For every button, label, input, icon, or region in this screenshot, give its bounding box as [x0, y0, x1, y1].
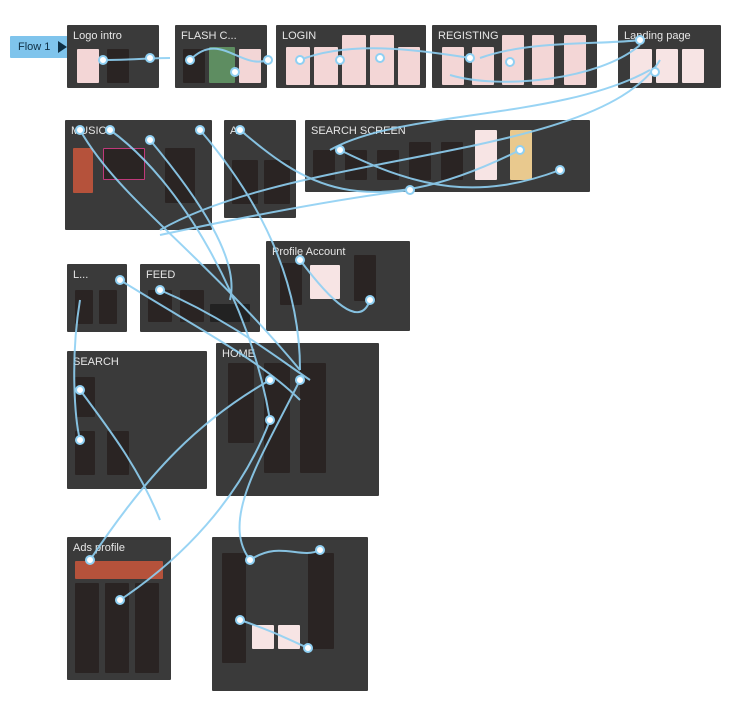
section-music[interactable]: MUSIC	[65, 120, 212, 230]
screen-thumbnail[interactable]	[472, 47, 494, 85]
screen-thumbnail[interactable]	[300, 363, 326, 473]
screen-thumbnail[interactable]	[656, 49, 678, 83]
section-title: Landing page	[624, 30, 691, 42]
screen-thumbnail[interactable]	[370, 35, 394, 85]
screen-thumbnail[interactable]	[264, 363, 290, 473]
screen-thumbnail[interactable]	[209, 47, 235, 83]
screen-thumbnail[interactable]	[278, 625, 300, 649]
screen-thumbnail[interactable]	[103, 148, 145, 180]
section-feed[interactable]: FEED	[140, 264, 260, 332]
screen-thumbnail[interactable]	[398, 47, 420, 85]
screen-thumbnail[interactable]	[630, 49, 652, 83]
screen-thumbnail[interactable]	[441, 142, 463, 180]
screen-thumbnail[interactable]	[280, 263, 302, 305]
screen-thumbnail[interactable]	[252, 625, 274, 649]
screen-thumbnail[interactable]	[232, 160, 258, 204]
section-title: REGISTING	[438, 30, 499, 42]
screen-thumbnail[interactable]	[510, 130, 532, 180]
screen-thumbnail[interactable]	[107, 49, 129, 83]
section-title: A...	[230, 125, 247, 137]
screen-thumbnail[interactable]	[180, 290, 204, 322]
section-login[interactable]: LOGIN	[276, 25, 426, 88]
screen-thumbnail[interactable]	[135, 583, 159, 673]
section-landing-page[interactable]: Landing page	[618, 25, 721, 88]
section-title: Logo intro	[73, 30, 122, 42]
section-ads-profile[interactable]: Ads profile	[67, 537, 171, 680]
screen-thumbnail[interactable]	[409, 142, 431, 180]
screen-thumbnail[interactable]	[286, 47, 310, 85]
screen-thumbnail[interactable]	[75, 583, 99, 673]
flow-label: Flow 1	[18, 41, 51, 53]
screen-thumbnail[interactable]	[342, 35, 366, 85]
screen-thumbnail[interactable]	[354, 255, 376, 301]
section-profile-account[interactable]: Profile Account	[266, 241, 410, 331]
play-icon	[58, 41, 68, 53]
screen-thumbnail[interactable]	[107, 431, 129, 475]
section-mid-small[interactable]: A...	[224, 120, 296, 218]
section-flash[interactable]: FLASH C...	[175, 25, 267, 88]
screen-thumbnail[interactable]	[442, 47, 464, 85]
section-title: L...	[73, 269, 89, 281]
screen-thumbnail[interactable]	[75, 377, 95, 417]
section-left-small[interactable]: L...	[67, 264, 127, 332]
screen-thumbnail[interactable]	[264, 160, 290, 204]
section-logo-intro[interactable]: Logo intro	[67, 25, 159, 88]
section-title: SEARCH SCREEN	[311, 125, 406, 137]
section-title: HOME	[222, 348, 255, 360]
screen-thumbnail[interactable]	[475, 130, 497, 180]
screen-thumbnail[interactable]	[228, 363, 254, 443]
screen-thumbnail[interactable]	[75, 561, 163, 579]
screen-thumbnail[interactable]	[165, 148, 195, 203]
screen-thumbnail[interactable]	[73, 148, 93, 193]
section-title: Profile Account	[272, 246, 346, 258]
screen-thumbnail[interactable]	[210, 304, 250, 322]
screen-thumbnail[interactable]	[183, 49, 205, 83]
screen-thumbnail[interactable]	[310, 265, 340, 299]
screen-thumbnail[interactable]	[105, 583, 129, 673]
screen-thumbnail[interactable]	[313, 150, 335, 180]
section-title: Ads profile	[73, 542, 125, 554]
section-registering[interactable]: REGISTING	[432, 25, 597, 88]
screen-thumbnail[interactable]	[377, 150, 399, 180]
screen-thumbnail[interactable]	[239, 49, 261, 83]
screen-thumbnail[interactable]	[75, 290, 93, 324]
section-title: FLASH C...	[181, 30, 237, 42]
section-title: LOGIN	[282, 30, 317, 42]
section-title: FEED	[146, 269, 176, 281]
section-home[interactable]: HOME	[216, 343, 379, 496]
screen-thumbnail[interactable]	[99, 290, 117, 324]
screen-thumbnail[interactable]	[682, 49, 704, 83]
section-search-screen[interactable]: SEARCH SCREEN	[305, 120, 590, 192]
screen-thumbnail[interactable]	[564, 35, 586, 85]
screen-thumbnail[interactable]	[75, 431, 95, 475]
screen-thumbnail[interactable]	[502, 35, 524, 85]
flow-start-button[interactable]: Flow 1	[10, 36, 80, 58]
section-title: MUSIC	[71, 125, 107, 137]
screen-thumbnail[interactable]	[148, 290, 172, 322]
section-bottom-right[interactable]	[212, 537, 368, 691]
section-search[interactable]: SEARCH	[67, 351, 207, 489]
screen-thumbnail[interactable]	[222, 553, 246, 663]
screen-thumbnail[interactable]	[314, 47, 338, 85]
screen-thumbnail[interactable]	[532, 35, 554, 85]
screen-thumbnail[interactable]	[308, 553, 334, 649]
screen-thumbnail[interactable]	[345, 150, 367, 180]
screen-thumbnail[interactable]	[77, 49, 99, 83]
section-title: SEARCH	[73, 356, 119, 368]
